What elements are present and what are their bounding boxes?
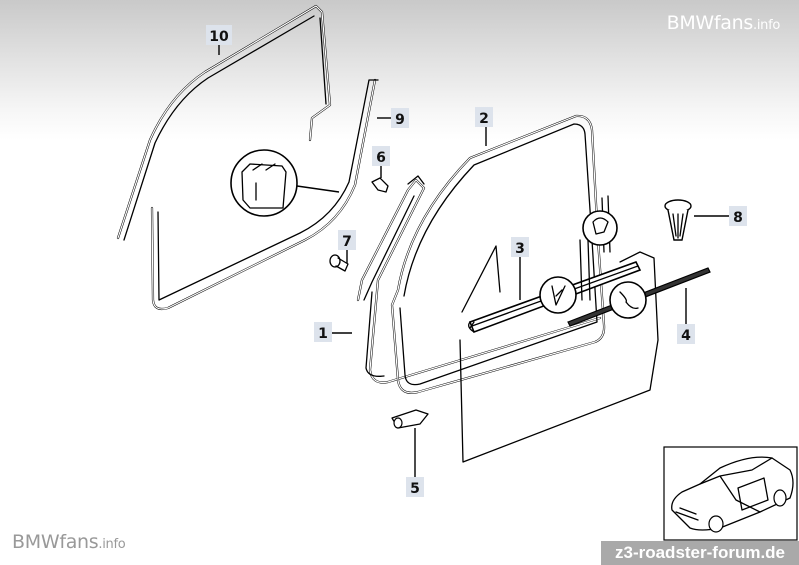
- callout-1[interactable]: 1: [314, 322, 332, 342]
- callout-5[interactable]: 5: [406, 477, 424, 497]
- part-2-door-seal[interactable]: [390, 114, 606, 394]
- callout-8[interactable]: 8: [729, 206, 747, 226]
- part-5-clip[interactable]: [391, 409, 429, 477]
- callout-7-label: 7: [342, 234, 352, 250]
- part-1-door-opening-seal[interactable]: [330, 175, 602, 384]
- callout-9-label: 9: [395, 112, 405, 128]
- strip-4-profile-detail: [609, 281, 647, 319]
- callout-3[interactable]: 3: [511, 237, 529, 257]
- callout-10[interactable]: 10: [206, 25, 232, 45]
- part-10-window-frame-seal[interactable]: [116, 4, 332, 241]
- seal-2-profile-detail: [582, 210, 618, 246]
- part-6-expanding-rivet[interactable]: [371, 166, 389, 193]
- callout-2[interactable]: 2: [475, 107, 493, 127]
- car-overview-icon[interactable]: [663, 446, 798, 541]
- callout-1-label: 1: [318, 326, 328, 342]
- callout-4-label: 4: [681, 328, 691, 344]
- callout-7[interactable]: 7: [338, 230, 356, 250]
- watermark-bottom: BMWfans.info: [12, 531, 126, 553]
- callout-9[interactable]: 9: [391, 108, 409, 128]
- watermark-bottom-main: BMWfans: [12, 531, 99, 553]
- part-9-profile-detail: [230, 149, 340, 217]
- callout-8-label: 8: [733, 210, 743, 226]
- part-8-expanding-rivet-large[interactable]: [664, 199, 729, 241]
- door-panel-outline: [459, 245, 659, 463]
- part-7-rivet[interactable]: [329, 250, 349, 272]
- strip-3-profile-detail: [539, 276, 577, 314]
- watermark-top-main: BMWfans: [666, 12, 754, 34]
- callout-6-label: 6: [376, 150, 386, 166]
- callout-6[interactable]: 6: [372, 146, 390, 166]
- watermark-bottom-suffix: .info: [98, 537, 126, 552]
- watermark-top-suffix: .info: [752, 18, 780, 33]
- part-9-window-guide-seal[interactable]: [150, 78, 379, 311]
- callout-10-label: 10: [209, 29, 229, 45]
- forum-watermark: z3-roadster-forum.de: [601, 541, 799, 565]
- callout-2-label: 2: [479, 111, 489, 127]
- callout-4[interactable]: 4: [677, 324, 695, 344]
- callout-3-label: 3: [515, 241, 525, 257]
- callout-5-label: 5: [410, 481, 420, 497]
- watermark-top: BMWfans.info: [666, 12, 781, 34]
